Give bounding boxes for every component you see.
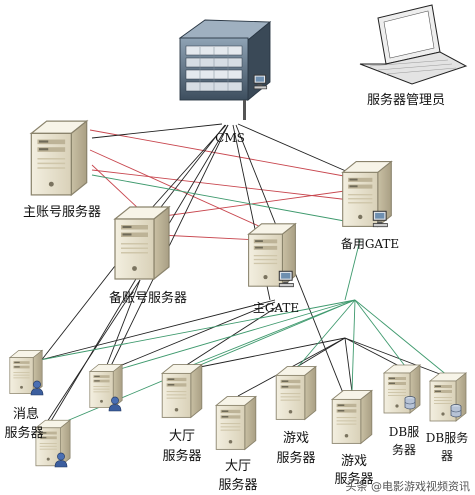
link-backup-gate-to-db-b — [354, 299, 449, 377]
link-backup-gate-to-message-a — [39, 299, 356, 361]
link-cms-to-backup-account — [149, 124, 227, 211]
cms-label: CMS — [215, 131, 245, 145]
computer-icon — [372, 210, 389, 228]
database-icon — [404, 396, 416, 410]
link-backup-account-to-message-c — [44, 279, 141, 426]
hall-b-label-line2: 服务器 — [218, 477, 257, 493]
link-cms-to-main-account — [91, 123, 223, 139]
game-b-label-line1: 游戏 — [341, 454, 367, 469]
message-label-line1: 消息 — [13, 406, 39, 422]
link-hub-to-db-b — [344, 337, 446, 377]
link-backup-account-to-main-account — [91, 164, 141, 211]
hall-server-b — [215, 396, 257, 450]
link-backup-gate-to-game-b — [351, 299, 356, 393]
link-main-gate-to-hall-a — [184, 304, 281, 367]
db-a-label-line2: 务器 — [392, 442, 416, 457]
hall-a-label-line2: 服务器 — [162, 448, 201, 464]
backup-account-label: 备账号服务器 — [109, 290, 187, 306]
link-hub-to-db-a — [344, 337, 404, 369]
backup-account-server — [114, 206, 170, 280]
link-cms-to-backup-gate — [237, 123, 356, 176]
message-label-line2: 服务器 — [4, 425, 43, 441]
link-backup-gate-to-db-a — [354, 299, 406, 367]
main-gate-label: 主GATE — [253, 301, 299, 315]
link-main-account-to-backup-gate — [89, 129, 356, 179]
main-account-label: 主账号服务器 — [23, 204, 101, 220]
game-server-b — [331, 390, 373, 444]
link-main-gate-to-message-b — [104, 301, 276, 373]
game-server-a — [275, 366, 317, 420]
link-main-gate-to-message-a — [39, 299, 276, 361]
hall-server-a — [161, 364, 203, 418]
backup-gate-label: 备用GATE — [341, 237, 399, 251]
admin-label: 服务器管理员 — [367, 92, 445, 108]
link-main-account-to-backup-gate-2 — [91, 169, 351, 201]
db-a-label-line1: DB服 — [389, 425, 419, 439]
link-backup-gate-to-hall-a — [184, 299, 356, 369]
hall-b-label-line1: 大厅 — [225, 459, 251, 474]
link-hub-to-game-b — [344, 337, 353, 393]
link-backup-account-to-main-gate — [159, 234, 259, 241]
link-main-account-to-backup-gate-green — [91, 174, 351, 223]
watermark-text: 头条 @电影游戏视频资讯 — [346, 479, 471, 493]
admin-laptop — [359, 4, 468, 85]
db-b-label-line1: DB服务 — [426, 430, 468, 445]
game-b-label-line2: 服务器 — [334, 471, 373, 487]
game-a-label-line1: 游戏 — [283, 431, 309, 446]
game-a-label-line2: 服务器 — [276, 450, 315, 466]
link-backup-gate-to-message-b — [109, 299, 356, 373]
cms-server — [178, 19, 272, 120]
database-icon — [450, 404, 462, 418]
link-backup-account-to-message-b — [104, 279, 141, 371]
link-hub-to-game-a — [294, 337, 346, 369]
computer-icon — [278, 270, 295, 288]
link-backup-gate-to-game-a — [296, 299, 356, 369]
computer-icon — [253, 74, 268, 90]
hall-a-label-line1: 大厅 — [169, 429, 195, 444]
db-b-label-line2: 器 — [441, 449, 453, 463]
link-backup-gate-to-hub — [344, 239, 361, 301]
main-account-server — [30, 120, 88, 196]
